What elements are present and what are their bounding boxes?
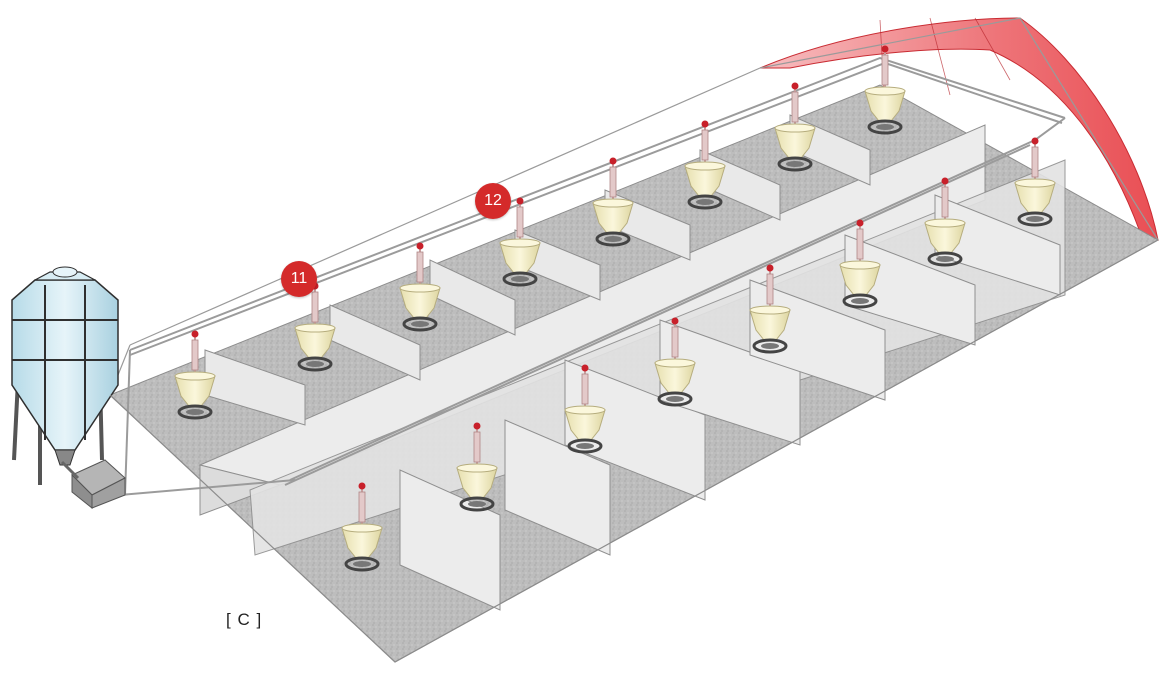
- figure-caption: [ C ]: [226, 610, 263, 629]
- house-base-edge: [109, 239, 1159, 663]
- callout-12: 12: [475, 183, 511, 219]
- feed-silo: [11, 266, 119, 485]
- callout-11: 11: [281, 261, 317, 297]
- callout-12-label: 12: [484, 192, 502, 209]
- callout-11-label: 11: [290, 270, 308, 287]
- partitions-back: [204, 114, 871, 426]
- auger-motor-box: [60, 459, 126, 510]
